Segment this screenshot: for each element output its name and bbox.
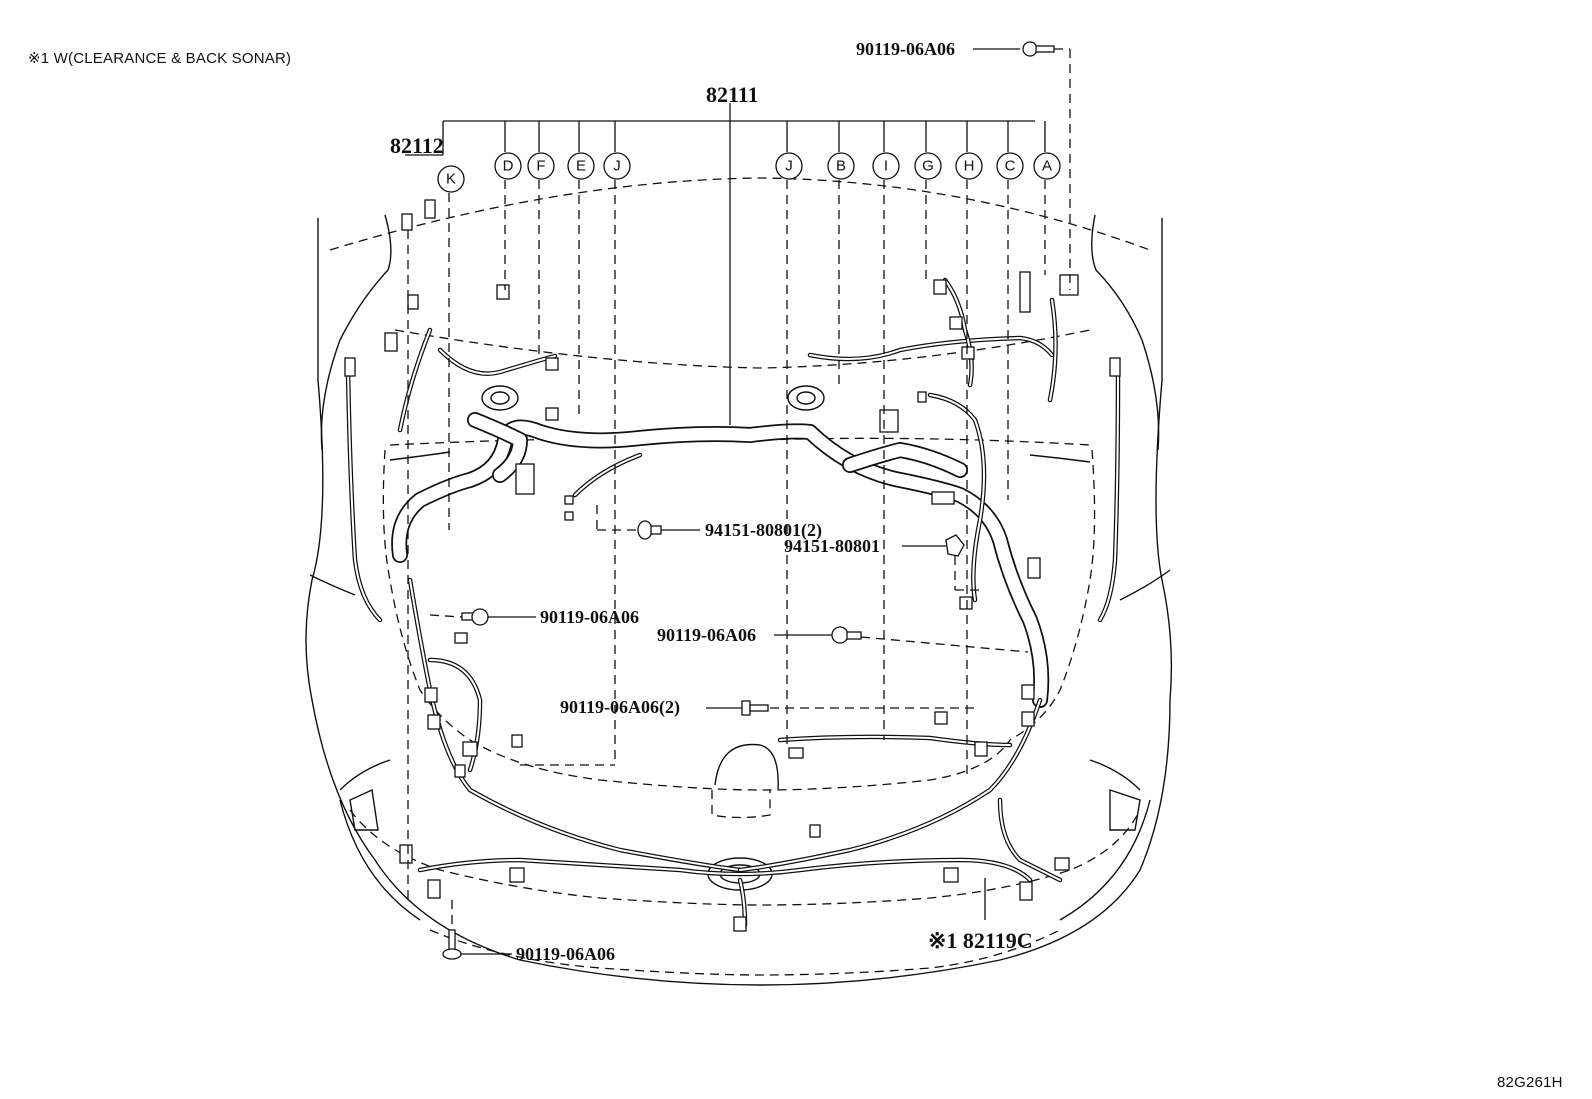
svg-text:90119-06A06: 90119-06A06 [856,39,955,59]
svg-text:B: B [836,158,846,175]
connector-letter-j-right: J [775,152,803,180]
label-82112: 82112 [390,133,444,158]
svg-text:C: C [1005,158,1016,175]
connector-letter-b: B [827,152,855,180]
main-harness-82111 [391,385,1050,708]
svg-text:A: A [1042,158,1052,175]
bolt-right-callout: 90119-06A06 [657,625,1029,653]
connector-letter-d: D [494,152,522,180]
connector-letter-i: I [872,152,900,180]
svg-text:94151-80801: 94151-80801 [784,536,880,556]
svg-text:E: E [576,158,586,175]
svg-text:90119-06A06(2): 90119-06A06(2) [560,697,680,718]
clip-center-callout: 94151-80801(2) [596,505,822,541]
svg-text:J: J [613,158,621,175]
svg-text:D: D [503,158,514,175]
clip-right-callout: 94151-80801 [784,534,980,591]
connector-letter-f: F [527,152,555,180]
connector-letter-j-left: J [603,152,631,180]
svg-text:90119-06A06: 90119-06A06 [657,625,756,645]
note-clearance-back-sonar: ※1 W(CLEARANCE & BACK SONAR) [28,50,291,67]
bolt-bottom-callout: 90119-06A06 [442,900,615,964]
connector-letter-k: K [437,165,465,193]
label-82111: 82111 [706,82,759,107]
secondary-wiring [345,277,1121,928]
connectors [344,199,1121,932]
connector-letter-h: H [955,152,983,180]
svg-text:K: K [446,171,456,188]
connector-letter-c: C [996,152,1024,180]
svg-text:F: F [536,158,545,175]
svg-text:94151-80801(2): 94151-80801(2) [705,520,822,541]
connector-letter-e: E [567,152,595,180]
connector-letter-a: A [1033,152,1061,180]
label-82119c: ※1 82119C [928,928,1033,953]
svg-text:H: H [964,158,975,175]
callout-tree-82111 [405,103,1046,900]
bolt-lower-callout: 90119-06A06(2) [560,697,975,718]
svg-text:90119-06A06: 90119-06A06 [540,607,639,627]
vehicle-body-outline [305,177,1173,986]
connector-letter-g: G [914,152,942,180]
bolt-left-callout: 90119-06A06 [429,607,639,627]
figure-code: 82G261H [1497,1074,1563,1091]
svg-text:J: J [785,158,793,175]
svg-text:90119-06A06: 90119-06A06 [516,944,615,964]
svg-text:G: G [922,158,934,175]
bolt-top-callout: 90119-06A06 [856,39,1071,290]
svg-text:I: I [884,158,888,175]
